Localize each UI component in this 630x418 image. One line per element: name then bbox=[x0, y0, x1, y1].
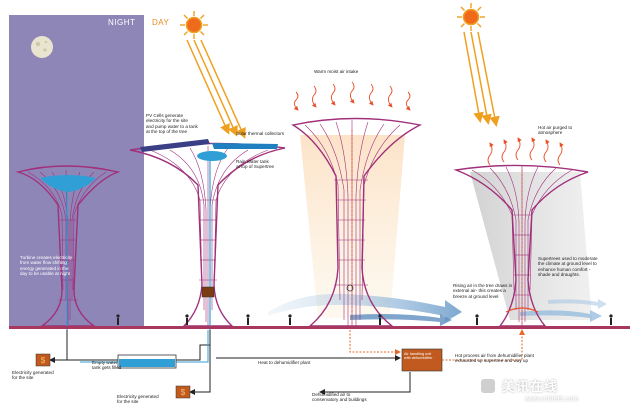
supertrees-label: Supertrees used to moderate the climate … bbox=[538, 256, 598, 278]
water-pipes bbox=[80, 330, 209, 363]
person-icon bbox=[116, 314, 613, 325]
svg-text:$: $ bbox=[41, 356, 46, 365]
rain-label: Rain Water tank at top of Supertree bbox=[236, 159, 275, 170]
sun-icon bbox=[457, 3, 485, 31]
hot-air-label: Hot air purged to atmosphere bbox=[538, 125, 573, 136]
water-tank bbox=[117, 354, 177, 369]
night-label: NIGHT bbox=[108, 18, 136, 27]
supertree-intake bbox=[291, 117, 423, 327]
moon-icon bbox=[31, 36, 53, 58]
svg-text:$: $ bbox=[181, 388, 186, 397]
generator-icon: $ bbox=[175, 385, 191, 399]
electricity-label-2: Electricity generated for the site bbox=[117, 394, 159, 405]
hot-air-arrows bbox=[487, 137, 564, 166]
rising-air-label: Rising air in the tree draws in external… bbox=[453, 283, 513, 299]
empty-tank-label: Empty water tank gets filled bbox=[92, 360, 122, 371]
watermark-url: www.m6699.com bbox=[525, 396, 579, 403]
watermark-logo bbox=[478, 376, 498, 396]
watermark-brand: 美讯在线 bbox=[502, 379, 559, 394]
warm-air-label: Warm moist air intake bbox=[314, 69, 359, 74]
hot-air-pipes bbox=[349, 329, 525, 361]
warm-air-arrows bbox=[293, 81, 411, 111]
day-label: DAY bbox=[152, 18, 170, 27]
dehumidified-label: Dehumidified air to conservatory and bui… bbox=[312, 392, 367, 403]
ground-line bbox=[9, 326, 630, 329]
heat-plume bbox=[300, 135, 405, 318]
solar-label: Solar thermal collectors bbox=[236, 131, 284, 136]
air-handling-unit bbox=[401, 348, 443, 372]
generator-icon: $ bbox=[35, 353, 51, 367]
breeze-arrows bbox=[268, 293, 607, 326]
heat-label: Heat to dehumidifier plant bbox=[258, 360, 311, 365]
pipe-network bbox=[49, 330, 411, 395]
night-sky-panel bbox=[9, 15, 144, 327]
electricity-label-1: Electricity generated for the site bbox=[12, 370, 54, 381]
supertree-night bbox=[15, 165, 121, 330]
supertree-shade bbox=[453, 164, 589, 327]
hot-process-label: Hot process air from dehumidifier plant … bbox=[455, 353, 534, 364]
pv-label: PV Cells generate electricity for the si… bbox=[146, 113, 198, 135]
turbine-label: Turbine creates electricity from water f… bbox=[20, 255, 73, 277]
supertree-pv bbox=[129, 139, 286, 330]
ahu-label: Air handling unit with dehumidifier bbox=[404, 352, 433, 361]
sun-rays bbox=[186, 31, 500, 139]
sun-icon bbox=[180, 11, 208, 39]
